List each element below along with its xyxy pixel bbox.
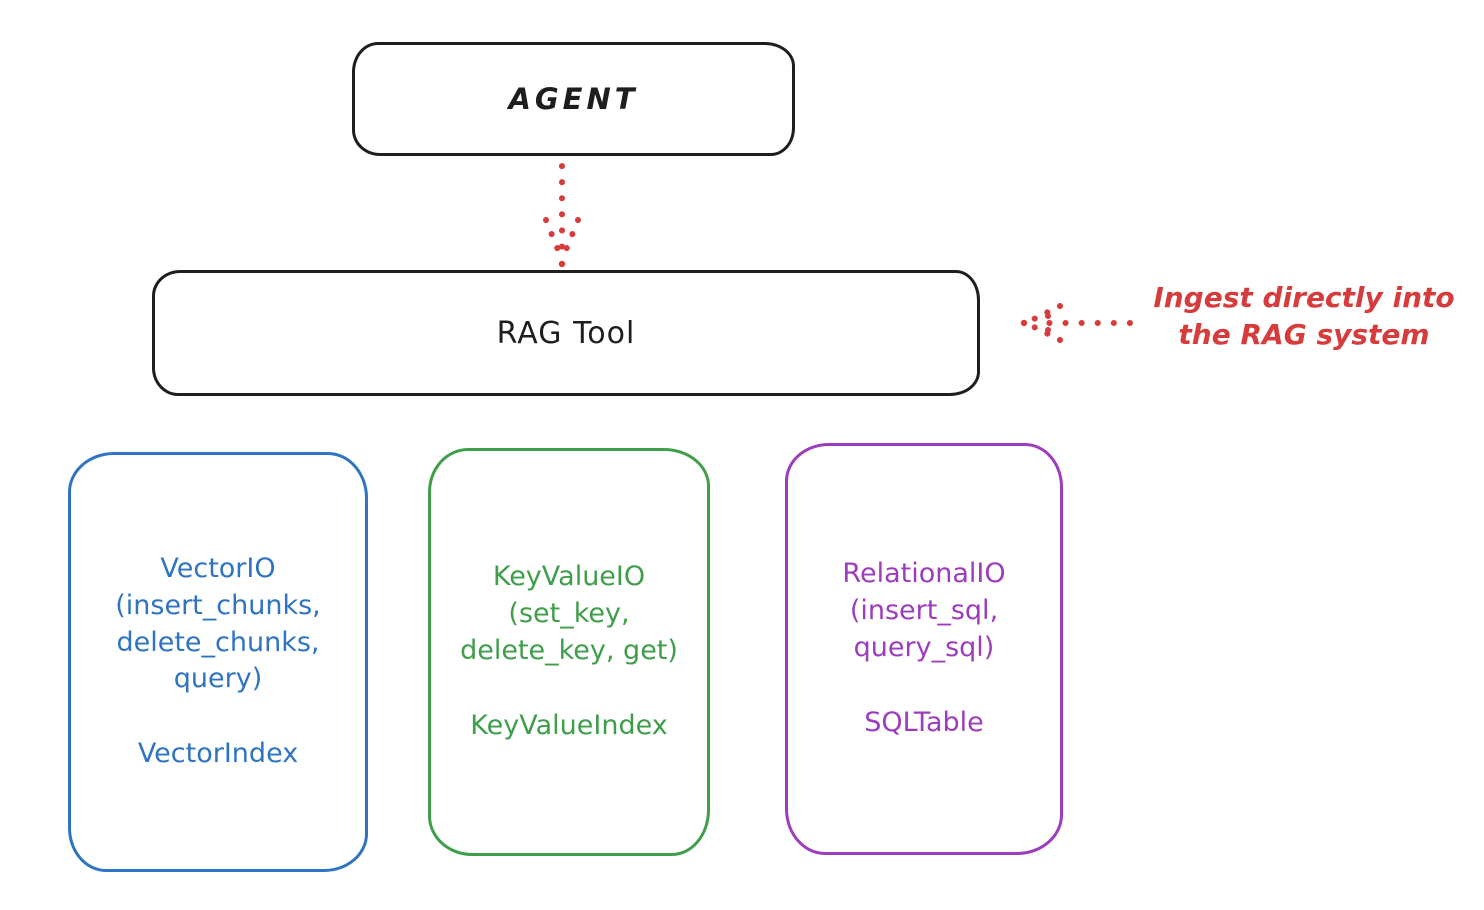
text-line: (insert_chunks, bbox=[115, 589, 321, 621]
agent-node: AGENT bbox=[352, 42, 795, 156]
vector-io-footer: VectorIndex bbox=[137, 738, 299, 770]
text-line: VectorIO bbox=[160, 552, 276, 584]
ingest-annotation-line2: the RAG system bbox=[1178, 317, 1430, 351]
text-line: KeyValueIO bbox=[492, 561, 646, 593]
text-line: (set_key, bbox=[508, 598, 630, 630]
vector-io-lines: VectorIO (insert_chunks, delete_chunks,que… bbox=[115, 551, 320, 699]
rag-tool-label: RAG Tool bbox=[496, 315, 636, 351]
rag-tool-node: RAG Tool bbox=[152, 270, 980, 396]
text-line: delete_key, get) bbox=[460, 635, 678, 666]
text-line: query_sql) bbox=[853, 632, 995, 663]
keyvalue-io-footer: KeyValueIndex bbox=[470, 709, 668, 741]
relational-io-lines: RelationalIO (insert_sql, query_sql) bbox=[842, 556, 1005, 667]
relational-io-card: RelationalIO (insert_sql, query_sql) SQLTa… bbox=[785, 443, 1063, 855]
keyvalue-io-lines: KeyValueIO (set_key, delete_key, get) bbox=[460, 559, 678, 670]
text-line: RelationalIO bbox=[842, 558, 1006, 590]
dotted-down-arrow-icon bbox=[543, 163, 581, 268]
ingest-annotation: Ingest directly into the RAG system bbox=[1128, 280, 1480, 354]
keyvalue-io-card: KeyValueIO (set_key, delete_key, get) KeyV… bbox=[428, 448, 710, 856]
text-line: delete_chunks, bbox=[116, 626, 320, 658]
text-line: query) bbox=[173, 663, 263, 695]
agent-label: AGENT bbox=[508, 82, 639, 116]
dotted-left-arrow-icon bbox=[1020, 303, 1133, 343]
ingest-annotation-line1: Ingest directly into bbox=[1153, 281, 1455, 314]
vector-io-card: VectorIO (insert_chunks, delete_chunks,que… bbox=[68, 452, 368, 872]
relational-io-footer: SQLTable bbox=[864, 706, 984, 738]
text-line: (insert_sql, bbox=[849, 595, 999, 627]
